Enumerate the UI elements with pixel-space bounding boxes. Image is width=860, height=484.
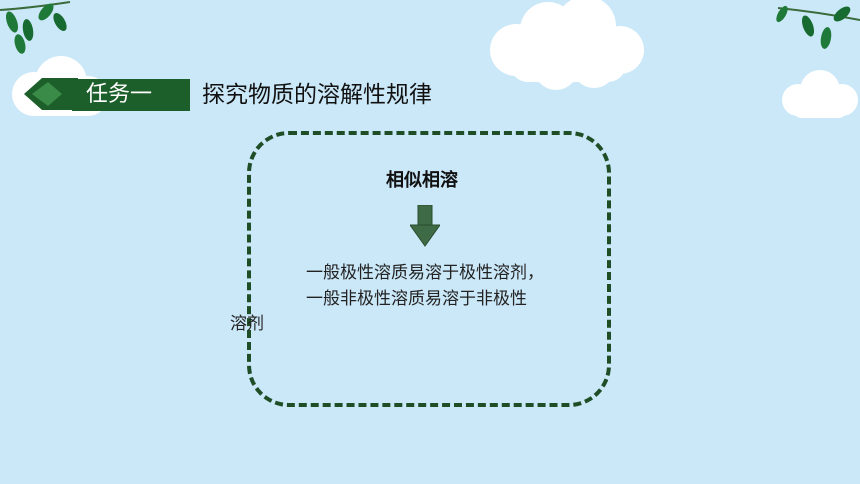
task-title: 探究物质的溶解性规律	[202, 82, 432, 108]
leaf-branch-icon	[0, 1, 71, 54]
content-heading: 相似相溶	[386, 170, 458, 191]
content-frame	[247, 131, 611, 407]
task-bar-diamond	[24, 78, 78, 110]
cloud-icon	[782, 70, 858, 118]
body-line-2: 一般非极性溶质易溶于非极性	[306, 289, 527, 309]
down-arrow-icon	[410, 205, 440, 247]
body-line-1: 一般极性溶质易溶于极性溶剂，	[306, 263, 544, 283]
body-line-3: 溶剂	[230, 314, 264, 334]
leaf-branch-icon	[776, 5, 860, 49]
cloud-icon	[490, 0, 644, 90]
task-label: 任务一	[72, 79, 190, 111]
